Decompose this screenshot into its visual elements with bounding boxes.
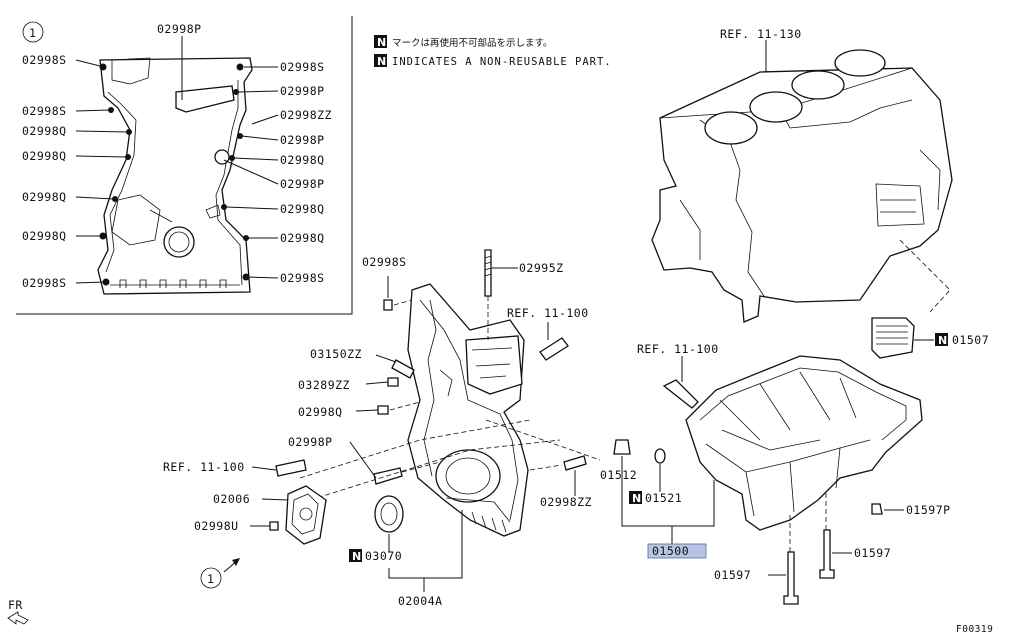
label-ref-11-100-center: REF. 11-100 [507,306,589,320]
inset-label-02998q-1: 02998Q [22,124,67,138]
note-badge-1: N [377,36,386,49]
badge-03070: N [352,550,361,563]
note-badge-2: N [377,55,386,68]
label-01597-right: 01597 [854,546,891,560]
label-ref-11-130: REF. 11-130 [720,27,802,41]
label-02995z: 02995Z [519,261,564,275]
label-03289zz: 03289ZZ [298,378,350,392]
inset-label-r3: 02998ZZ [280,108,332,122]
front-case: 02995Z REF. 11-100 02998S 03150ZZ 03289Z… [163,249,601,608]
note-line-jp: マークは再使用不可部品を示します。 [392,37,553,49]
inset-label-02998p-top: 02998P [157,22,202,36]
label-03070: 03070 [365,549,402,563]
inset-label-r5: 02998Q [280,153,325,167]
inset-label-02998s-3: 02998S [22,276,67,290]
inset-label-02998q-2: 02998Q [22,149,67,163]
badge-01521: N [632,492,641,505]
label-01597p: 01597P [906,503,951,517]
label-ref-11-100-left: REF. 11-100 [163,460,245,474]
inset-label-r7: 02998Q [280,202,325,216]
label-03150zz: 03150ZZ [310,347,362,361]
inset-label-02998q-3: 02998Q [22,190,67,204]
inset-label-02998s-2: 02998S [22,104,67,118]
front-direction-indicator: FR [7,598,29,625]
oil-pan: REF. 11-100 01512 N 01521 01500 01597P 0… [600,342,951,605]
label-01521: 01521 [645,491,682,505]
oil-strainer: N 01507 [871,317,989,359]
label-02998p-center: 02998P [288,435,333,449]
circle-one-label: 1 [207,572,214,586]
inset-label-02998q-4: 02998Q [22,229,67,243]
highlight-01500[interactable] [647,543,707,559]
legend-notes: N マークは再使用不可部品を示します。 N INDICATES A NON-RE… [374,35,612,68]
inset-panel: 1 [16,16,353,315]
inset-label-r2: 02998P [280,84,325,98]
inset-label-r8: 02998Q [280,231,325,245]
inset-circle-number: 1 [29,26,36,40]
label-02004a: 02004A [398,594,443,608]
label-02998q-center: 02998Q [298,405,343,419]
inset-label-r1: 02998S [280,60,325,74]
label-02998zz-center: 02998ZZ [540,495,592,509]
label-01597-left: 01597 [714,568,751,582]
fr-label: FR [8,598,23,612]
view-indicator: 1 [200,558,240,589]
label-02998s-center: 02998S [362,255,407,269]
label-ref-11-100-pan: REF. 11-100 [637,342,719,356]
badge-01507: N [938,334,947,347]
inset-label-r4: 02998P [280,133,325,147]
label-02006: 02006 [213,492,250,506]
figure-code: F00319 [956,624,993,635]
inset-label-02998s-1: 02998S [22,53,67,67]
label-01507: 01507 [952,333,989,347]
label-02998u: 02998U [194,519,239,533]
inset-label-r6: 02998P [280,177,325,191]
label-01500[interactable]: 01500 [652,544,689,558]
engine-block: REF. 11-130 [651,27,953,323]
label-01512: 01512 [600,468,637,482]
inset-label-r9: 02998S [280,271,325,285]
note-line-en: INDICATES A NON-REUSABLE PART. [392,56,612,68]
